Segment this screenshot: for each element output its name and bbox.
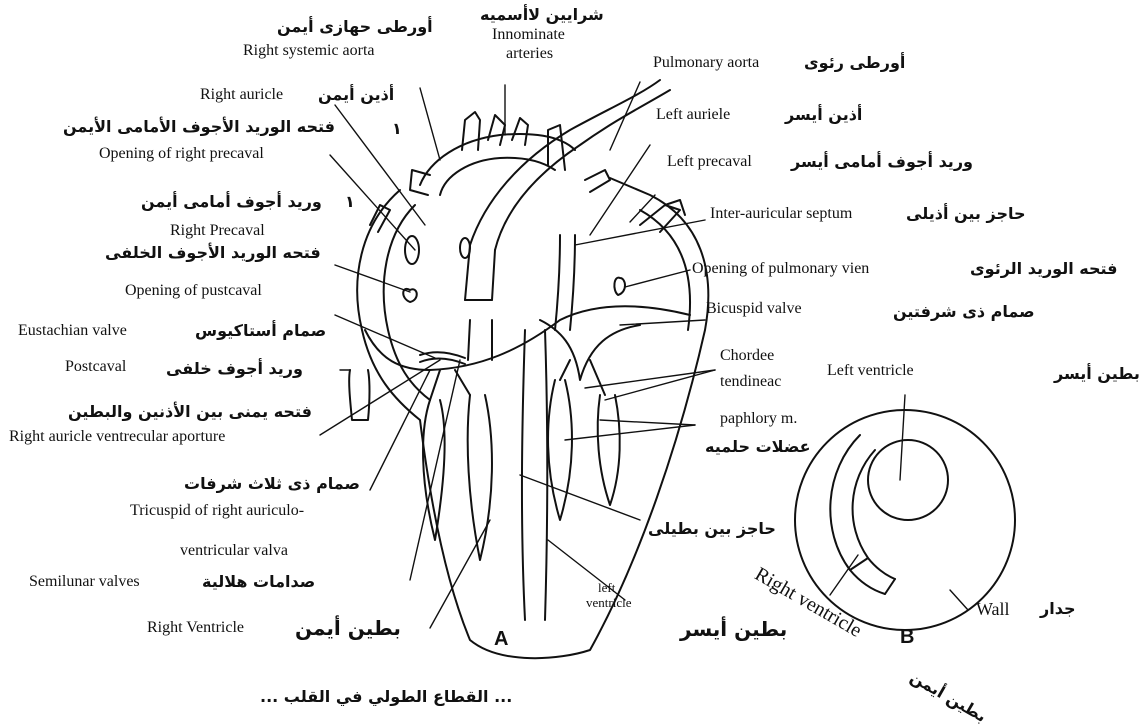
cross-section-b xyxy=(795,395,1015,630)
open-postcaval-label-en: Opening of pustcaval xyxy=(125,282,262,300)
right-auricle-label-en: Right auricle xyxy=(200,86,283,104)
ra-v-aperture-label-ar: فتحه يمنى بين الأذنين والبطين xyxy=(68,403,312,421)
bicuspid-label-en: Bicuspid valve xyxy=(706,300,802,318)
tricuspid-label-en-1: Tricuspid of right auriculo- xyxy=(130,502,304,520)
open-postcaval-label-ar: فتحه الوريد الأجوف الخلفى xyxy=(105,244,321,262)
bicuspid-label-ar: صمام ذى شرفتين xyxy=(893,303,1035,321)
wall-label-ar: جدار xyxy=(1040,600,1075,618)
precaval-opening-2 xyxy=(460,238,470,258)
right-auricle-label-ar: أذين أيمن xyxy=(318,86,394,104)
eustachian-label-ar: صمام أستاكيوس xyxy=(195,322,326,340)
tricuspid-label-ar: صمام ذى ثلاث شرفات xyxy=(184,475,360,493)
tricuspid-label-en-2: ventricular valva xyxy=(180,542,288,560)
paphlory-label-ar: عضلات حلميه xyxy=(705,438,811,456)
wall-label-en: Wall xyxy=(976,600,1010,620)
right-ventricle-label-ar: بطين أيمن xyxy=(295,617,401,639)
pulmonary-aorta-label-en: Pulmonary aorta xyxy=(653,54,759,72)
left-ventricle-a-label-en-2: ventricle xyxy=(586,596,631,610)
inter-auricular-label-en: Inter-auricular septum xyxy=(710,205,852,223)
figure-b-letter: B xyxy=(900,626,914,648)
figure-a-letter: A xyxy=(494,628,508,650)
innominate-label-ar: شرايين لاأسميه xyxy=(480,6,604,24)
pulmonary-aorta xyxy=(465,80,670,360)
postcaval-vessel xyxy=(349,370,369,420)
postcaval-label-ar: وريد أجوف خلفى xyxy=(166,360,303,378)
semilunar-label-en: Semilunar valves xyxy=(29,573,140,591)
open-right-precaval-label-en: Opening of right precaval xyxy=(99,145,264,163)
left-auricle-label-en: Left auriele xyxy=(656,106,730,124)
postcaval-label-en: Postcaval xyxy=(65,358,126,376)
left-ventricle-a-label-en-1: left xyxy=(598,581,615,595)
open-right-precaval-label-ar: فتحه الوريد الأجوف الأمامى الأيمن xyxy=(63,118,335,136)
heart-diagram: شرايين لاأسميه Innominate arteries أورطى… xyxy=(0,0,1146,709)
innominate-label-en-1: Innominate xyxy=(492,26,565,44)
right-systemic-aorta-label-en: Right systemic aorta xyxy=(243,42,375,60)
pulmonary-aorta-label-ar: أورطى رئوى xyxy=(804,54,905,72)
left-ventricle-b-label-ar: بطين أيسر xyxy=(1054,365,1140,383)
precavals xyxy=(370,200,685,232)
ra-v-aperture-label-en: Right auricle ventrecular aporture xyxy=(9,428,225,446)
eustachian-label-en: Eustachian valve xyxy=(18,322,127,340)
semilunar-label-ar: صدامات هلالية xyxy=(202,573,315,591)
valves xyxy=(420,320,640,380)
left-ventricle-b-label-en: Left ventricle xyxy=(827,362,914,380)
heart-outline xyxy=(357,178,708,658)
right-systemic-aorta-label-ar: أورطى حهازى أيمن xyxy=(277,18,433,36)
right-ventricle-label-en: Right Ventricle xyxy=(147,619,244,637)
chordee-label-1: Chordee xyxy=(720,347,774,365)
pulmonary-vein-opening xyxy=(614,278,625,295)
right-precaval-label-ar: وريد أجوف أمامى أيمن xyxy=(141,193,322,211)
numeral-2: ١ xyxy=(345,193,355,211)
left-auricle-label-ar: أذين أيسر xyxy=(785,106,862,124)
inter-ventricular-septum xyxy=(522,330,547,620)
numeral-1: ١ xyxy=(392,120,402,138)
figure-caption: ... القطاع الطولي في القلب ... xyxy=(260,688,512,706)
paphlory-label-en: paphlory m. xyxy=(720,410,797,428)
inter-ventricular-label-ar: حاجز بين بطيلى xyxy=(648,520,776,538)
open-pulmonary-label-ar: فتحه الوريد الرئوى xyxy=(970,260,1118,278)
left-ventricle-a-label-ar: بطين أيسر xyxy=(680,618,787,640)
left-precaval-label-en: Left precaval xyxy=(667,153,752,171)
open-pulmonary-label-en: Opening of pulmonary vien xyxy=(692,260,869,278)
right-precaval-label-en: Right Precaval xyxy=(170,222,265,240)
inter-auricular-septum xyxy=(555,235,575,330)
chordee-label-2: tendineac xyxy=(720,373,781,391)
innominate-label-en-2: arteries xyxy=(506,45,553,63)
leader-lines xyxy=(320,82,715,628)
left-precaval-label-ar: وريد أجوف أمامى أيسر xyxy=(791,153,973,171)
inter-auricular-label-ar: حاجز بين أذيلى xyxy=(906,205,1026,223)
heart-drawing xyxy=(0,0,1146,709)
